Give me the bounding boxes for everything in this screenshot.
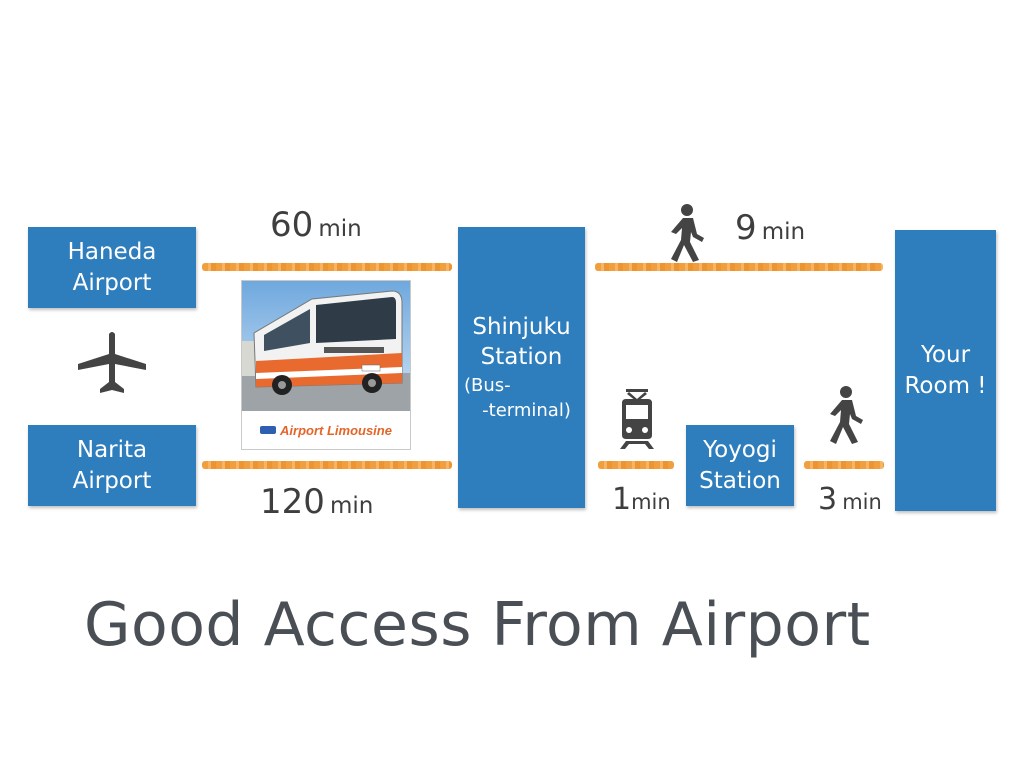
walk-shinjuku-route-line	[595, 263, 883, 271]
page-title: Good Access From Airport	[84, 590, 871, 660]
walk-shinjuku-value: 9	[735, 208, 757, 248]
walking-person-icon	[671, 204, 704, 262]
haneda-bus-time: 60 min	[270, 205, 362, 245]
walk-shinjuku-time: 9 min	[735, 208, 805, 248]
bus-caption-text: Airport Limousine	[280, 422, 392, 438]
yoyogi-station-box: Yoyogi Station	[686, 425, 794, 506]
haneda-airport-box: Haneda Airport	[28, 227, 196, 308]
bus-image	[242, 281, 410, 411]
shinjuku-line4: -terminal)	[482, 399, 571, 421]
walk-shinjuku-unit: min	[761, 219, 806, 245]
train-yoyogi-unit: min	[631, 490, 671, 514]
haneda-bus-unit: min	[318, 216, 362, 242]
narita-bus-route-line	[202, 461, 452, 469]
narita-bus-value: 120	[260, 482, 325, 522]
shinjuku-line2: Station	[480, 344, 563, 371]
narita-line1: Narita	[76, 437, 148, 464]
walking-person-icon-bottom	[830, 386, 863, 444]
narita-line2: Airport	[72, 467, 152, 494]
yoyogi-line1: Yoyogi	[703, 437, 777, 464]
train-icon	[620, 389, 654, 449]
haneda-bus-route-line	[202, 263, 452, 271]
shinjuku-line3: (Bus-	[464, 374, 511, 396]
shinjuku-station-box: Shinjuku Station (Bus- -terminal)	[458, 227, 585, 508]
yoyogi-line2: Station	[699, 467, 781, 494]
airplane-icon	[78, 332, 146, 393]
walk-yoyogi-unit: min	[842, 490, 882, 514]
airport-limousine-photo: Airport Limousine	[241, 280, 411, 450]
train-route-line	[598, 461, 674, 469]
limousine-logo-icon	[260, 426, 277, 434]
room-line1: Your	[920, 342, 971, 369]
haneda-line1: Haneda	[67, 239, 157, 266]
walk-yoyogi-value: 3	[818, 482, 838, 517]
walk-yoyogi-route-line	[804, 461, 884, 469]
train-yoyogi-time: 1min	[612, 482, 671, 517]
bus-caption: Airport Limousine	[242, 411, 410, 449]
narita-airport-box: Narita Airport	[28, 425, 196, 506]
your-room-box: Your Room !	[895, 230, 996, 511]
room-line2: Room !	[904, 372, 987, 399]
narita-bus-unit: min	[330, 493, 374, 519]
narita-bus-time: 120 min	[260, 482, 373, 522]
haneda-line2: Airport	[72, 269, 152, 296]
shinjuku-line1: Shinjuku	[472, 313, 571, 340]
haneda-bus-value: 60	[270, 205, 314, 245]
train-yoyogi-value: 1	[612, 482, 632, 517]
walk-yoyogi-time: 3 min	[818, 482, 882, 517]
